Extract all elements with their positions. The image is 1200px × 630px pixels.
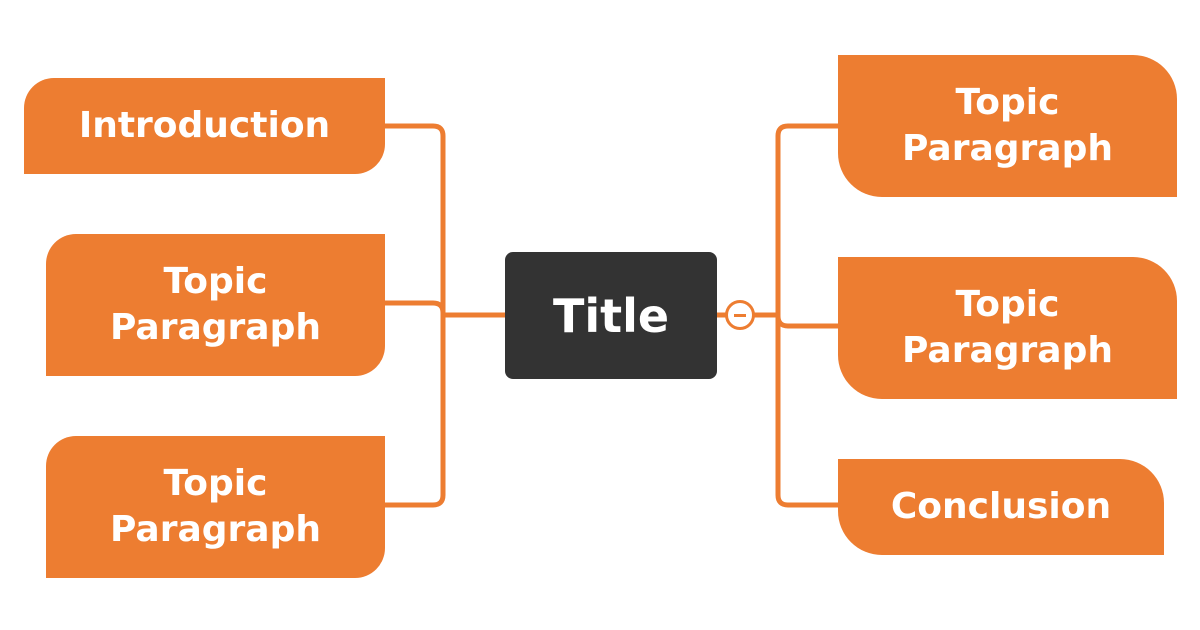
topic-paragraph-left-1[interactable]: Topic Paragraph (46, 234, 385, 376)
connector-right-1 (775, 123, 841, 318)
topic-label: Conclusion (890, 486, 1112, 527)
minus-icon (734, 313, 746, 317)
topic-label: Topic Paragraph (110, 261, 321, 348)
connector-left-2 (382, 300, 446, 318)
connector-right-3 (775, 312, 841, 508)
connector-right-2 (775, 312, 841, 329)
connector-left-3 (382, 312, 446, 508)
topic-label: Introduction (78, 105, 331, 146)
central-topic[interactable]: Title (505, 252, 717, 379)
collapse-toggle-minus-icon[interactable] (725, 300, 755, 330)
topic-conclusion[interactable]: Conclusion (838, 459, 1164, 555)
topic-paragraph-right-2[interactable]: Topic Paragraph (838, 257, 1177, 399)
topic-paragraph-right-1[interactable]: Topic Paragraph (838, 55, 1177, 197)
topic-label: Topic Paragraph (902, 82, 1113, 169)
connector-left-1 (382, 123, 508, 318)
topic-label: Topic Paragraph (110, 463, 321, 550)
topic-paragraph-left-2[interactable]: Topic Paragraph (46, 436, 385, 578)
topic-introduction[interactable]: Introduction (24, 78, 385, 174)
central-topic-label: Title (552, 288, 670, 343)
topic-label: Topic Paragraph (902, 284, 1113, 371)
